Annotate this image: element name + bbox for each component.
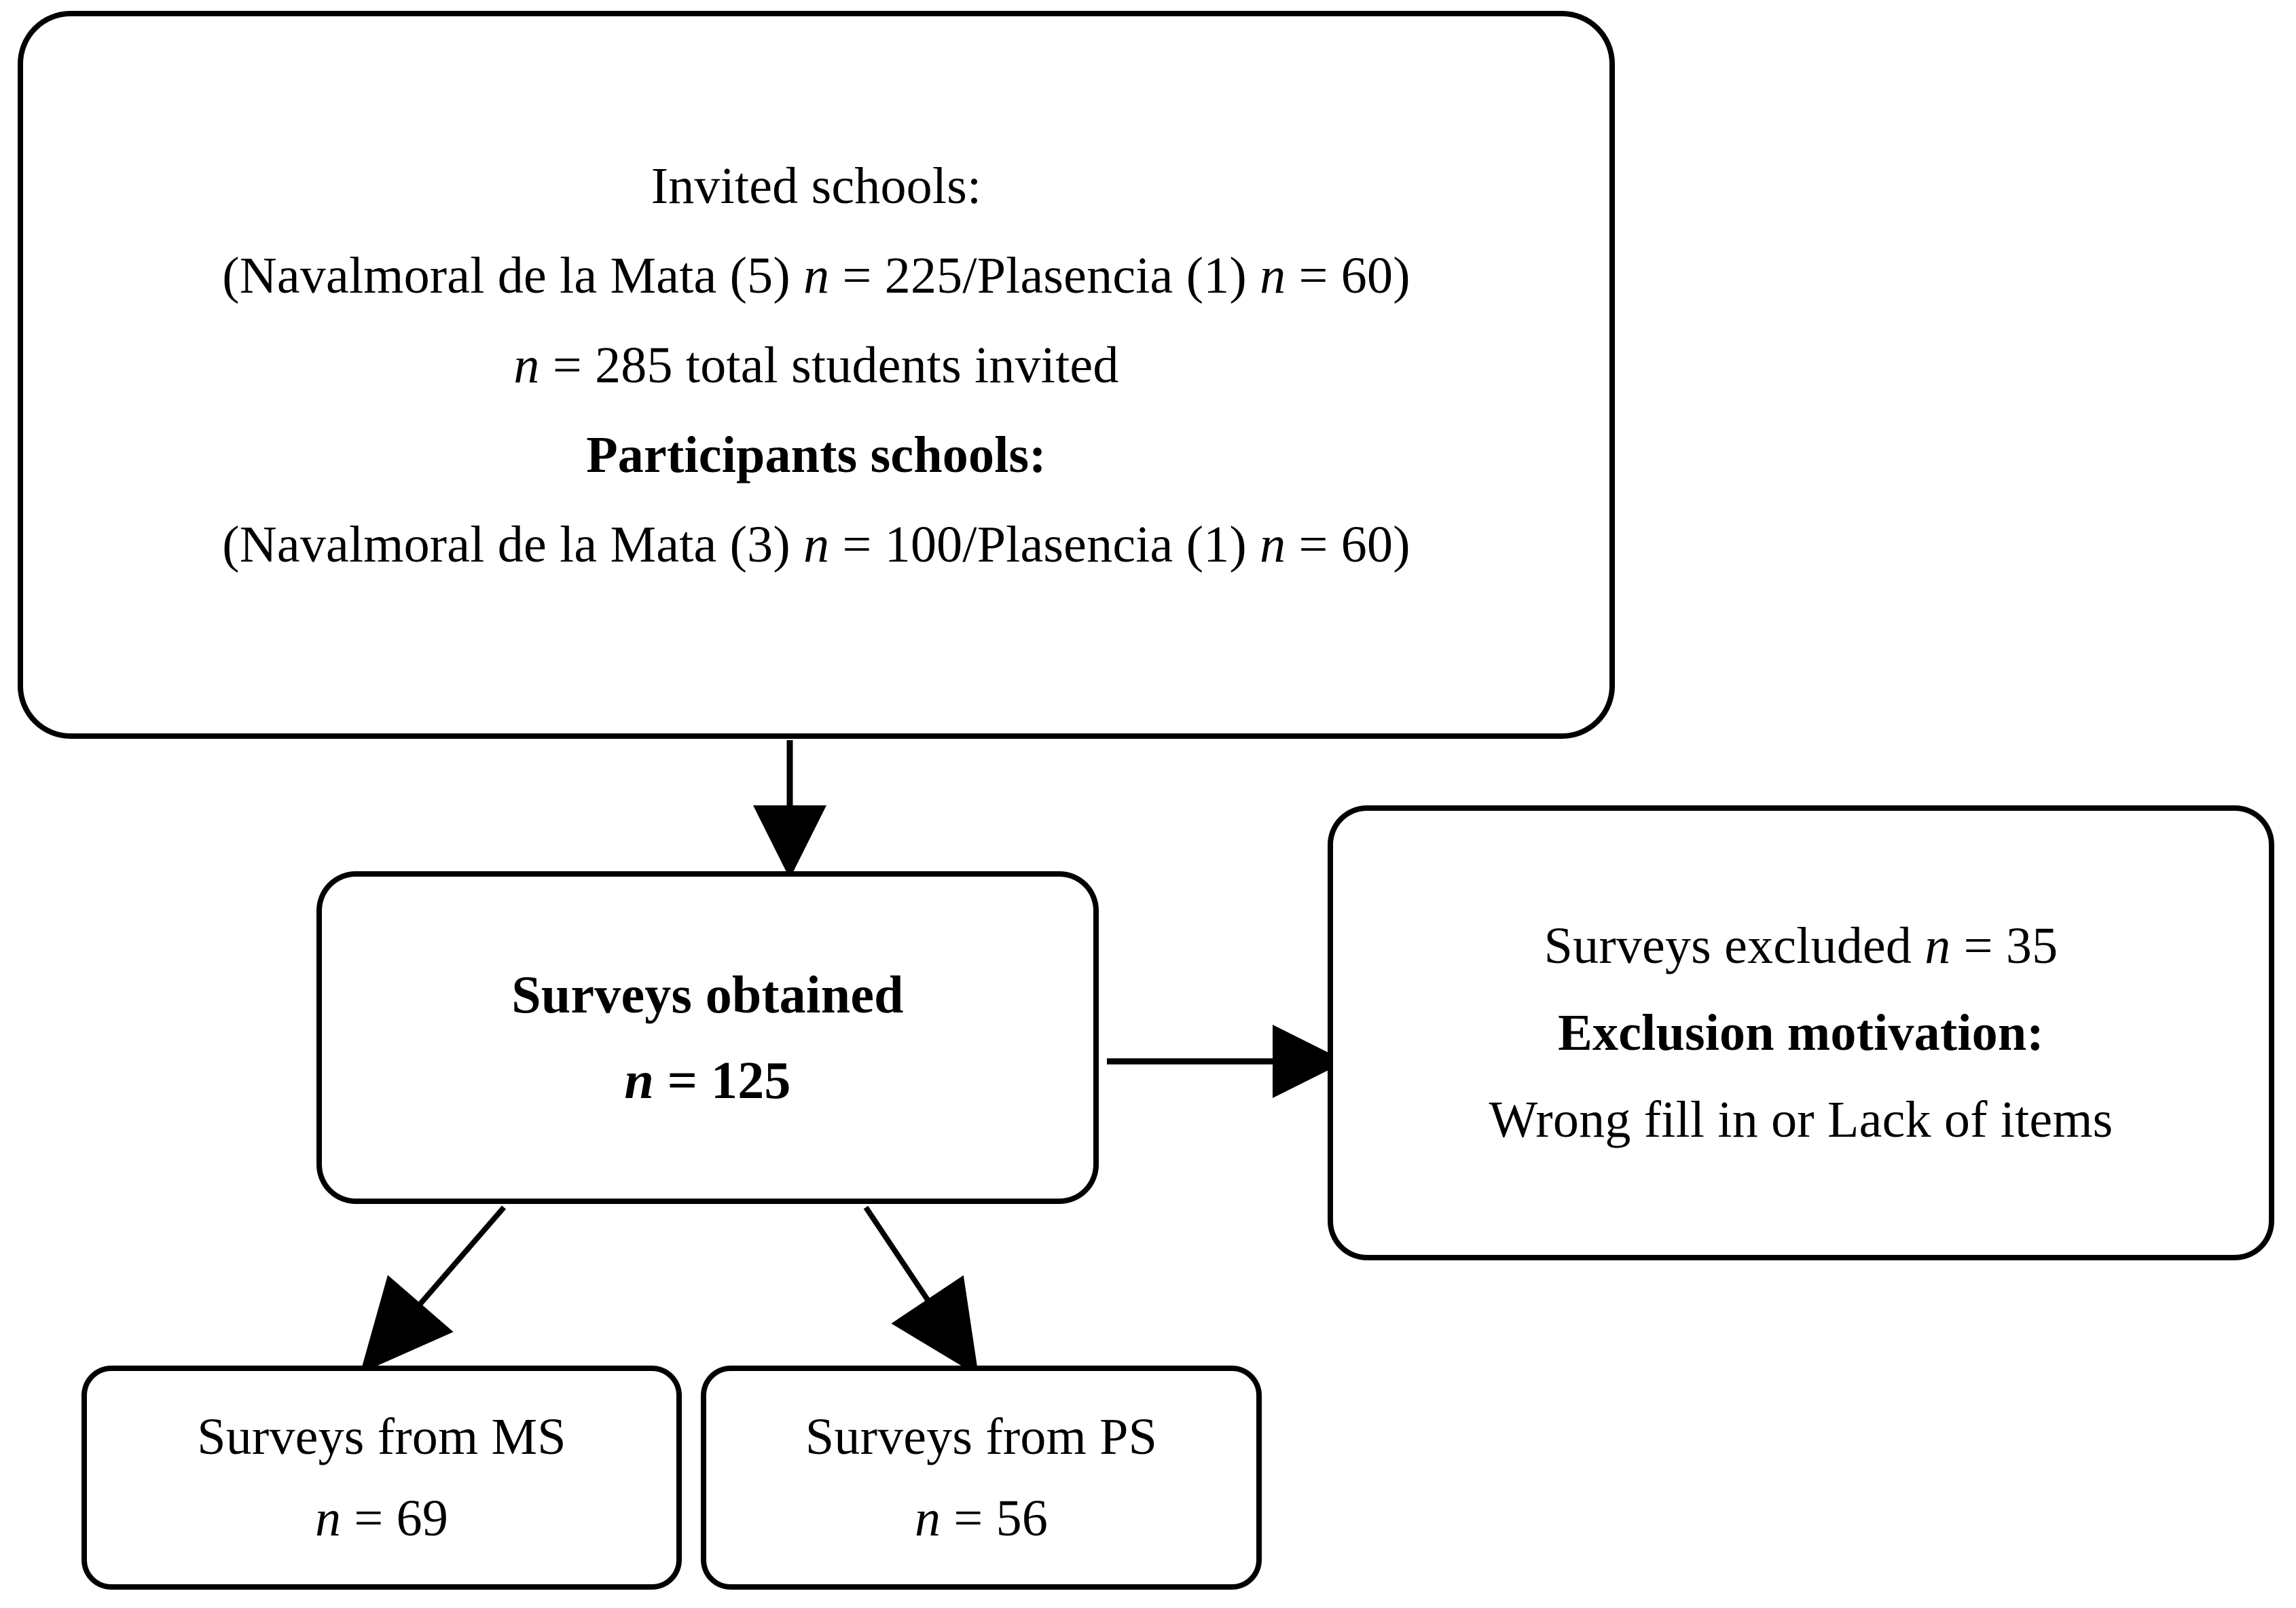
node-invited-and-participant-schools: Invited schools: (Navalmoral de la Mata … bbox=[18, 11, 1615, 739]
participants-schools-breakdown: (Navalmoral de la Mata (3) n = 100/Plase… bbox=[222, 516, 1410, 573]
surveys-excluded-count: Surveys excluded n = 35 bbox=[1544, 917, 2058, 974]
surveys-from-ms-count: n = 69 bbox=[314, 1490, 449, 1547]
exclusion-motivation-heading: Exclusion motivation: bbox=[1558, 1004, 2044, 1061]
edge-obtained-to-ms bbox=[360, 1205, 507, 1374]
statistic-symbol-n: n bbox=[624, 1050, 654, 1110]
invited-total-students: n = 285 total students invited bbox=[513, 337, 1119, 394]
statistic-symbol-n: n bbox=[314, 1490, 342, 1547]
edge-obtained-to-ps bbox=[863, 1205, 979, 1376]
statistic-symbol-n: n bbox=[1260, 516, 1286, 573]
statistic-symbol-n: n bbox=[914, 1490, 941, 1547]
surveys-from-ps-count: n = 56 bbox=[914, 1490, 1049, 1547]
statistic-symbol-n: n bbox=[513, 337, 540, 394]
node-surveys-from-ps: Surveys from PS n = 56 bbox=[701, 1366, 1262, 1590]
statistic-symbol-n: n bbox=[1925, 917, 1951, 974]
node-surveys-obtained: Surveys obtained n = 125 bbox=[316, 871, 1099, 1204]
node-surveys-from-ms: Surveys from MS n = 69 bbox=[81, 1366, 682, 1590]
statistic-symbol-n: n bbox=[803, 516, 830, 573]
surveys-obtained-title: Surveys obtained bbox=[511, 965, 904, 1024]
surveys-from-ps-title: Surveys from PS bbox=[805, 1408, 1158, 1465]
statistic-symbol-n: n bbox=[803, 247, 830, 304]
participants-schools-heading: Participants schools: bbox=[586, 426, 1046, 483]
node-surveys-excluded: Surveys excluded n = 35 Exclusion motiva… bbox=[1328, 805, 2274, 1260]
invited-schools-breakdown: (Navalmoral de la Mata (5) n = 225/Plase… bbox=[222, 247, 1410, 304]
surveys-from-ms-title: Surveys from MS bbox=[197, 1408, 566, 1465]
exclusion-motivation-text: Wrong fill in or Lack of items bbox=[1489, 1091, 2113, 1148]
statistic-symbol-n: n bbox=[1260, 247, 1286, 304]
invited-schools-heading: Invited schools: bbox=[651, 158, 982, 215]
surveys-obtained-count: n = 125 bbox=[624, 1050, 791, 1110]
